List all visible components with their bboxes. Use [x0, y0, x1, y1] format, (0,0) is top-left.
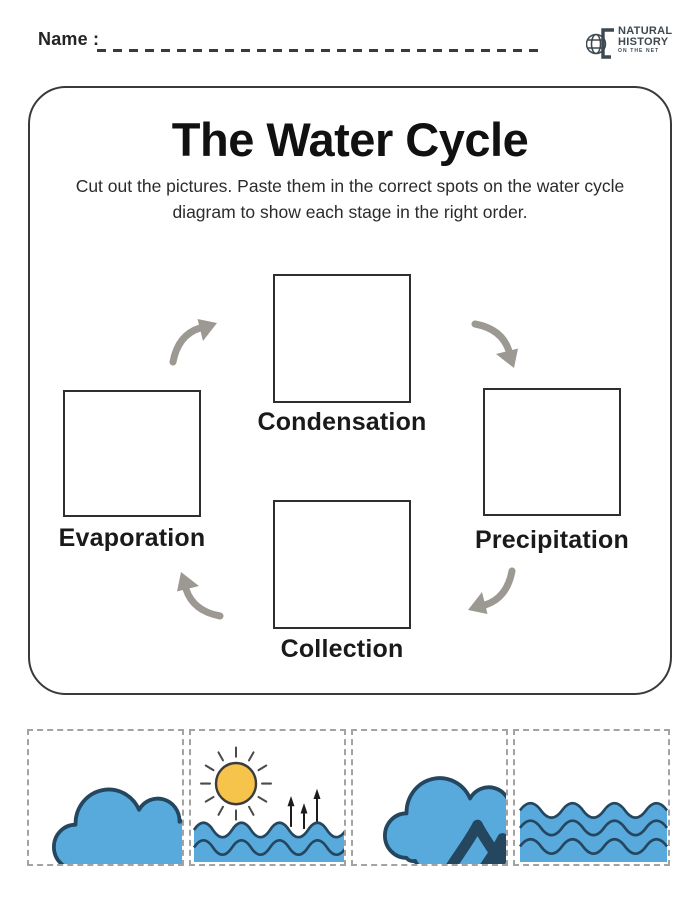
cycle-arrow-top-left-icon [165, 316, 223, 366]
cutout-card-rain[interactable] [351, 729, 508, 866]
instructions-line-2: diagram to show each stage in the right … [172, 201, 528, 222]
stage-label-evaporation: Evaporation [58, 524, 206, 552]
paste-box-collection[interactable] [273, 500, 411, 629]
instructions-line-1: Cut out the pictures. Paste them in the … [75, 176, 625, 196]
bracket-shape [601, 28, 614, 59]
cycle-arrow-bottom-right-icon [462, 567, 520, 617]
sun-over-water-icon [192, 746, 344, 862]
paste-box-condensation[interactable] [273, 274, 411, 403]
instructions: Cut out the pictures. Paste them in the … [30, 174, 670, 225]
stage-label-collection: Collection [280, 635, 404, 663]
cycle-arrow-bottom-left-icon [174, 566, 224, 624]
sun-icon [200, 746, 272, 821]
name-label: Name : [38, 29, 100, 49]
cutout-card-water[interactable] [513, 729, 670, 866]
cutout-card-evaporation[interactable] [189, 729, 346, 866]
cloud-icon [51, 787, 155, 832]
cycle-arrow-top-right-icon [471, 316, 521, 374]
paste-box-precipitation[interactable] [483, 388, 621, 516]
water-surface-icon [192, 821, 344, 862]
rain-cloud-icon [382, 776, 482, 818]
stage-label-precipitation: Precipitation [474, 526, 630, 554]
stage-label-condensation: Condensation [257, 408, 427, 436]
cutout-card-cloud[interactable] [27, 729, 184, 866]
cutout-strip [27, 729, 670, 866]
worksheet-card: The Water Cycle Cut out the pictures. Pa… [28, 86, 672, 695]
evaporation-arrows-icon [287, 788, 321, 829]
globe-icon [586, 28, 614, 59]
site-logo: NATURAL HISTORY ON THE NET [586, 26, 672, 63]
logo-line-2: HISTORY [618, 35, 669, 48]
water-waves-icon [518, 801, 668, 862]
logo-tagline: ON THE NET [618, 48, 660, 54]
logo-text: NATURAL HISTORY ON THE NET [618, 26, 672, 55]
paste-box-evaporation[interactable] [63, 390, 201, 517]
logo-line-1: NATURAL [618, 25, 673, 37]
name-input-line[interactable] [97, 49, 540, 52]
page-title: The Water Cycle [171, 113, 529, 166]
